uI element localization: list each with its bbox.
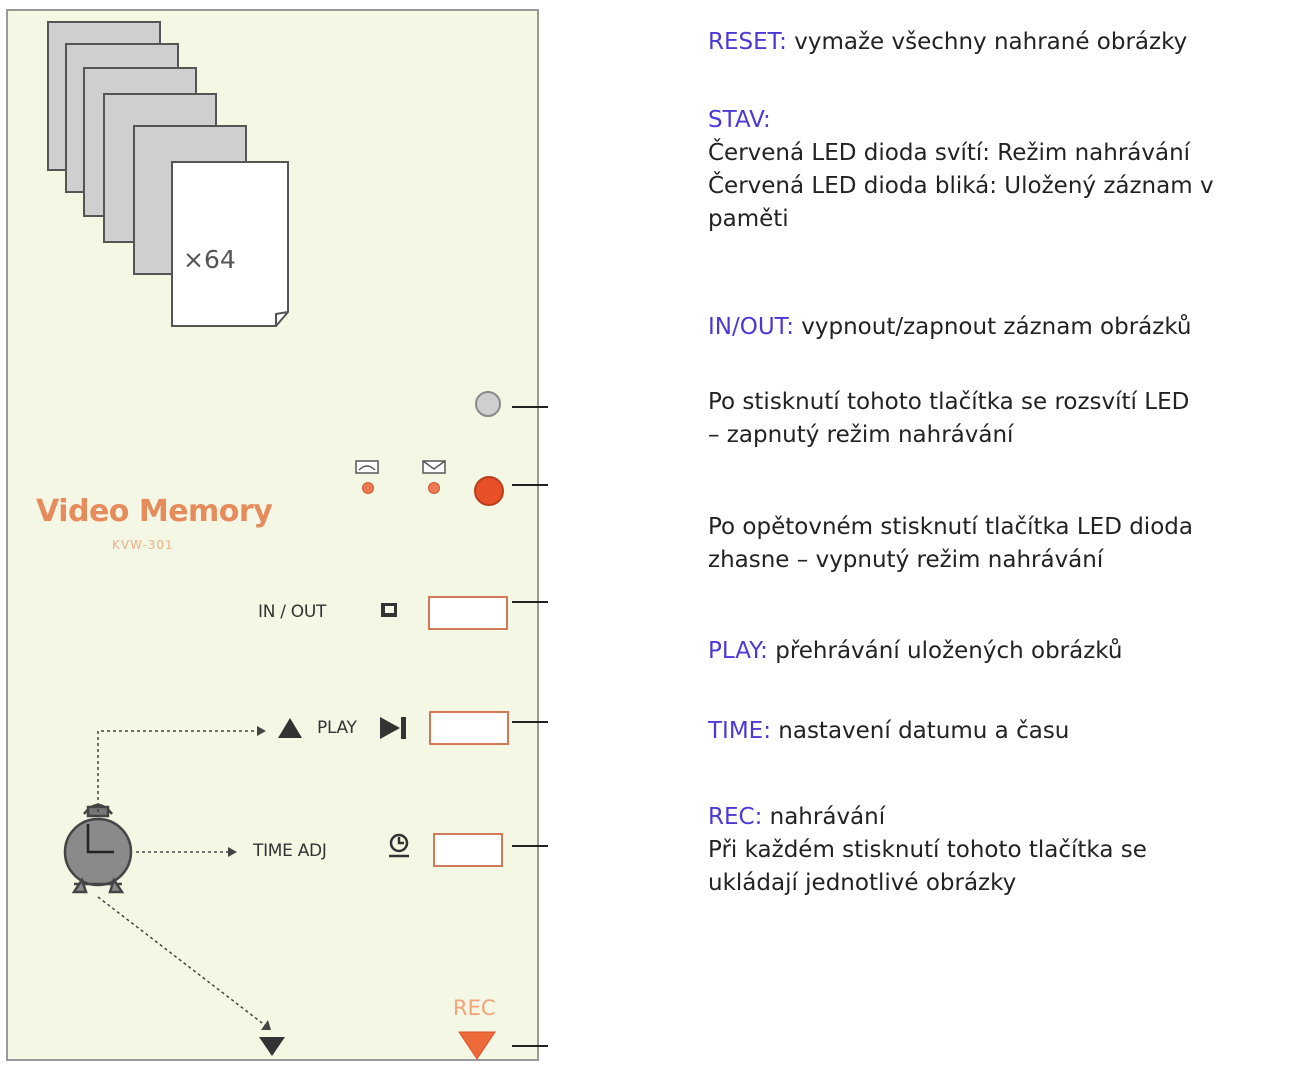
stacked-pages-icon — [47, 21, 289, 327]
in-out-description: IN/OUT: vypnout/zapnout záznam obrázků — [708, 311, 1192, 344]
rec-description: REC: nahrávání Při každém stisknutí toho… — [708, 801, 1147, 900]
play-description: PLAY: přehrávání uložených obrázků — [708, 635, 1123, 668]
device-drawing — [6, 9, 548, 1061]
in-out-p2-line-2: zhasne – vypnutý režim nahrávání — [708, 547, 1104, 573]
in-out-button[interactable] — [428, 596, 508, 630]
reset-text: vymaže všechny nahrané obrázky — [786, 29, 1188, 55]
stav-line-2: Červená LED dioda bliká: Uložený záznam … — [708, 173, 1214, 199]
in-out-text: vypnout/zapnout záznam obrázků — [793, 314, 1192, 340]
arrow-heads — [228, 726, 271, 1030]
play-skip-icon — [380, 717, 406, 739]
reset-key: RESET: — [708, 29, 787, 55]
time-adj-label: TIME ADJ — [253, 841, 327, 861]
reset-button-graphic — [475, 391, 501, 417]
device-panel: ×64 Video Memory KVW-301 IN / OUT PLAY T… — [0, 0, 548, 1066]
dashed-arrows — [97, 730, 267, 1027]
rec-triangle-icon — [458, 1031, 496, 1060]
play-label: PLAY — [317, 718, 357, 738]
time-adj-clock-icon — [389, 833, 409, 858]
mail-led-icon — [422, 460, 446, 494]
play-button[interactable] — [429, 711, 509, 745]
play-text: přehrávání uložených obrázků — [767, 638, 1123, 664]
time-text: nastavení datumu a času — [770, 718, 1070, 744]
copies-count-label: ×64 — [183, 245, 236, 274]
in-out-label: IN / OUT — [258, 602, 327, 622]
stav-key: STAV: — [708, 107, 771, 133]
time-adj-button[interactable] — [433, 833, 503, 867]
in-out-p1-line-1: Po stisknutí tohoto tlačítka se rozsvítí… — [708, 389, 1190, 415]
in-out-paragraph-1: Po stisknutí tohoto tlačítka se rozsvítí… — [708, 386, 1189, 452]
in-out-icon — [381, 603, 397, 617]
phone-led-icon — [355, 460, 379, 494]
in-out-p1-line-2: – zapnutý režim nahrávání — [708, 422, 1014, 448]
brand-logo: Video Memory — [36, 494, 273, 529]
down-triangle-icon — [259, 1037, 285, 1056]
rec-text: nahrávání — [762, 804, 886, 830]
rec-line-2: Při každém stisknutí tohoto tlačítka se — [708, 837, 1147, 863]
rec-key: REC: — [708, 804, 763, 830]
stav-description: STAV: Červená LED dioda svítí: Režim nah… — [708, 104, 1214, 236]
status-led — [474, 476, 504, 506]
up-triangle-icon — [278, 718, 302, 738]
rec-line-3: ukládají jednotlivé obrázky — [708, 870, 1017, 896]
leader-lines — [512, 406, 548, 1047]
stav-line-1: Červená LED dioda svítí: Režim nahrávání — [708, 140, 1191, 166]
time-key: TIME: — [708, 718, 771, 744]
model-number: KVW-301 — [112, 538, 174, 552]
reset-description: RESET: vymaže všechny nahrané obrázky — [708, 26, 1187, 59]
stav-line-3: paměti — [708, 206, 789, 232]
in-out-paragraph-2: Po opětovném stisknutí tlačítka LED diod… — [708, 511, 1193, 577]
play-key: PLAY: — [708, 638, 768, 664]
in-out-key: IN/OUT: — [708, 314, 794, 340]
rec-label: REC — [453, 996, 496, 1020]
time-description: TIME: nastavení datumu a času — [708, 715, 1069, 748]
in-out-p2-line-1: Po opětovném stisknutí tlačítka LED diod… — [708, 514, 1193, 540]
